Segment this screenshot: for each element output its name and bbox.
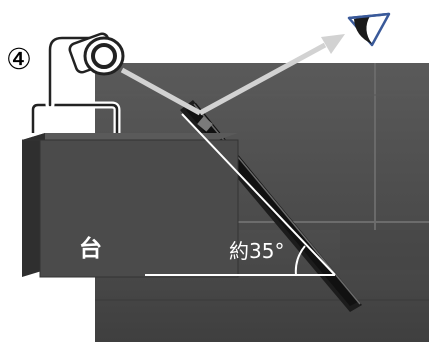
- step-number: ④: [6, 45, 32, 74]
- stand-label: 台: [79, 238, 102, 261]
- stand-box-front: [40, 140, 238, 277]
- eye-icon: [349, 14, 389, 45]
- stand-box: [22, 133, 238, 277]
- angle-label: 約35°: [229, 241, 284, 261]
- sight-arrow-head: [321, 34, 345, 54]
